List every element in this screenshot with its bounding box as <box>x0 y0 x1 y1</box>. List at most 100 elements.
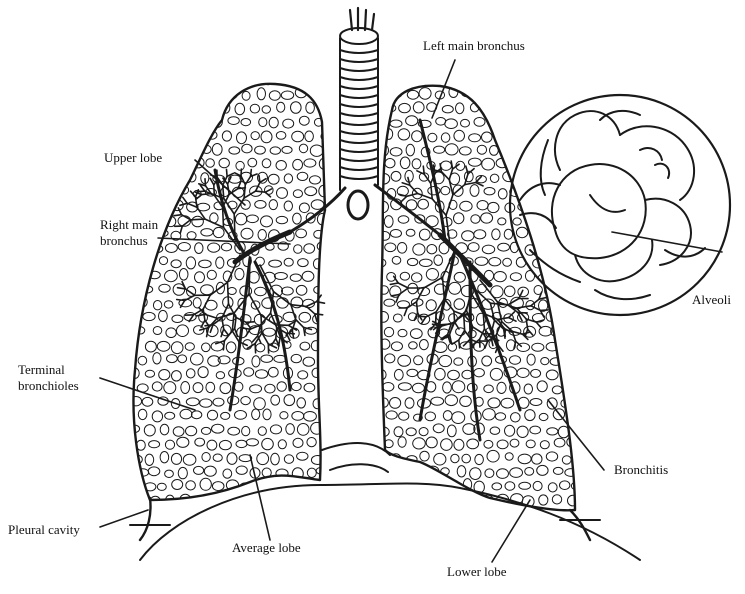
leader-lines <box>100 60 722 562</box>
alveolus-cell <box>131 397 142 406</box>
bronchiole-segment <box>401 196 407 202</box>
alveolus-cell <box>456 103 464 114</box>
alveolus-cell <box>539 495 548 505</box>
alveolus-cell <box>525 410 535 421</box>
label-average-lobe: Average lobe <box>232 540 301 555</box>
alveolus-cell <box>164 382 176 394</box>
alveolus-cell <box>299 312 311 322</box>
alveolus-cell <box>186 481 196 490</box>
alveolus-cell <box>290 77 300 85</box>
alveolus-cell <box>254 398 266 410</box>
alveolus-cell <box>262 468 271 477</box>
alveolus-cell <box>218 76 231 84</box>
alveolus-cell <box>527 354 535 365</box>
bronchiole-segment <box>519 290 523 298</box>
alveolus-cell <box>527 73 536 84</box>
alveolus-cell <box>546 452 557 461</box>
alveolus-cell <box>136 189 145 200</box>
alveolus-cell <box>186 398 199 406</box>
alveolus-cell <box>511 77 521 84</box>
alveolus-cell <box>475 257 488 265</box>
alveolus-cell <box>540 103 548 111</box>
alveolus-cell <box>490 146 499 156</box>
alveolus-cell <box>200 478 211 490</box>
alveolus-cell <box>548 483 557 492</box>
alveolus-cell <box>475 91 486 100</box>
alveolus-cell <box>439 355 452 366</box>
alveolus-cell <box>457 466 466 477</box>
alveolus-cell <box>532 454 542 464</box>
alveolus-cell <box>187 232 196 240</box>
alveolus-cell <box>165 244 177 253</box>
alveolus-cell <box>560 481 570 490</box>
alveolus-cell <box>316 467 328 474</box>
alveolus-cell <box>193 383 203 393</box>
alveolus-cell <box>128 257 139 267</box>
bronchiole-segment <box>440 164 441 172</box>
alveolus-cell <box>286 424 295 435</box>
alveolus-cell <box>443 411 452 421</box>
bronchiole-segment <box>180 203 187 205</box>
alveolus-cell <box>492 483 502 490</box>
alveolus-cell <box>487 510 499 520</box>
alveolus-cell <box>186 257 195 269</box>
alveolus-cell <box>540 441 549 449</box>
alveolus-cell <box>143 312 155 320</box>
alveolus-cell <box>547 398 557 409</box>
alveolus-cell <box>445 144 458 155</box>
alveolus-cell <box>420 340 429 350</box>
alveolus-cell <box>553 467 563 474</box>
alveolus-cell <box>163 184 175 195</box>
alveolus-cell <box>385 159 395 168</box>
alveolus-cell <box>475 454 484 464</box>
alveolus-cell <box>526 214 534 223</box>
alveolus-cell <box>290 274 301 281</box>
alveolus-cell <box>398 329 407 336</box>
alveolus-cell <box>412 159 421 169</box>
alveolus-cell <box>250 496 260 505</box>
alveolus-cell <box>283 119 294 128</box>
alveolus-cell <box>296 285 307 295</box>
leader-terminal-bronchioles <box>100 378 195 410</box>
alveolus-cell <box>441 133 450 142</box>
alveolus-cell <box>269 91 280 100</box>
alveolus-cell <box>164 132 177 140</box>
alveolus-cell <box>262 438 274 449</box>
alveolus-cell <box>186 116 198 127</box>
alveolus-cell <box>284 174 292 183</box>
alveolus-cell <box>445 395 457 406</box>
alveolus-cell <box>469 74 481 83</box>
alveolus-cell <box>186 426 197 436</box>
alveolus-cell <box>413 438 426 449</box>
alveolus-cell <box>278 440 286 449</box>
bronchiole-segment <box>265 189 271 192</box>
alveolus-cell <box>207 440 217 450</box>
alveolus-cell <box>151 129 159 140</box>
alveolus-cell <box>531 202 540 213</box>
alveolus-cell <box>456 495 465 504</box>
alveolus-cell <box>152 74 160 85</box>
alveolus-cell <box>307 438 316 447</box>
alveolus-cell <box>130 482 139 489</box>
alveolus-cell <box>292 412 304 421</box>
alveolus-cell <box>449 282 461 294</box>
alveolus-cell <box>213 454 222 461</box>
alveolus-cell <box>498 189 507 199</box>
bronchiole-segment <box>223 341 224 350</box>
alveolus-cell <box>163 160 174 167</box>
alveolus-cell <box>477 201 488 210</box>
alveolus-cell <box>537 381 547 392</box>
alveolus-cell <box>565 218 578 226</box>
alveolus-cell <box>431 397 444 405</box>
alveolus-cell <box>186 148 196 155</box>
alveolus-cell <box>172 315 183 322</box>
bronchiole-segment <box>249 260 250 294</box>
alveolus-cell <box>258 427 266 436</box>
alveolus-cell <box>177 325 189 337</box>
alveolus-cell <box>157 483 166 490</box>
alveolus-cell <box>469 494 479 505</box>
alveolus-cell <box>263 409 271 420</box>
bronchiole-segment <box>454 311 455 322</box>
alveolus-cell <box>394 369 403 380</box>
alveolus-cell <box>503 258 512 266</box>
